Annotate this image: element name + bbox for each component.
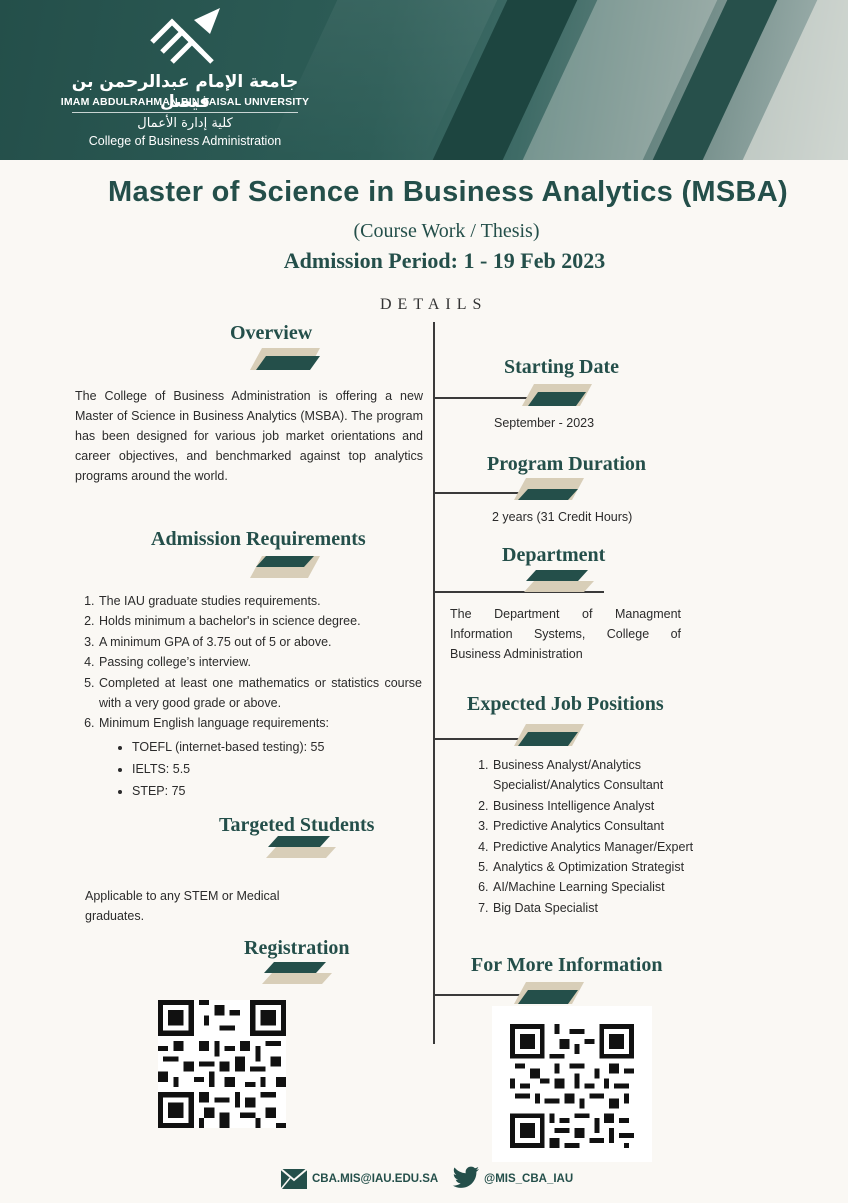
timeline-connector-expected-jobs [434,738,544,740]
university-name-english: IMAM ABDULRAHMAN BIN FAISAL UNIVERSITY [60,96,310,108]
program-duration-heading: Program Duration [487,453,647,475]
header-banner: جامعة الإمام عبدالرحمن بن فيصل IMAM ABDU… [0,0,848,160]
page-subtitle: (Course Work / Thesis) [353,220,540,242]
list-item: Big Data Specialist [492,898,740,918]
expected-jobs-decoration-icon [514,724,584,746]
program-duration-decoration-icon [514,478,584,500]
list-item: Passing college’s interview. [98,652,422,672]
university-logo-icon [150,8,220,64]
list-item: A minimum GPA of 3.75 out of 5 or above. [98,632,422,652]
twitter-icon [452,1166,479,1188]
list-item: Predictive Analytics Consultant [492,816,740,836]
timeline-connector-department [434,591,604,593]
department-text: The Department of Managment Information … [450,607,681,661]
list-item: The IAU graduate studies requirements. [98,591,422,611]
timeline-vertical-line [433,322,435,1044]
targeted-students-decoration-icon [266,836,336,858]
more-info-heading: For More Information [471,954,663,976]
overview-decoration-icon [250,348,320,370]
list-item: Analytics & Optimization Strategist [492,857,740,877]
footer-twitter[interactable]: @MIS_CBA_IAU [484,1173,574,1185]
list-item: Holds minimum a bachelor's in science de… [98,611,422,631]
list-item: TOEFL (internet-based testing): 55 [132,736,432,758]
list-item: Completed at least one mathematics or st… [98,673,422,714]
timeline-connector-more-info [434,994,548,996]
timeline-connector-starting-date [434,397,552,399]
list-item: IELTS: 5.5 [132,758,432,780]
overview-heading: Overview [230,322,313,344]
logo-divider [72,112,298,113]
program-duration-value: 2 years (31 Credit Hours) [492,510,633,524]
targeted-students-heading: Targeted Students [219,814,375,836]
expected-jobs-heading: Expected Job Positions [467,693,664,715]
department-decoration-icon [524,570,594,592]
list-item: AI/Machine Learning Specialist [492,877,740,897]
targeted-students-line-2: graduates. [85,909,145,923]
targeted-students-line-1: Applicable to any STEM or Medical [85,889,280,903]
list-item: Business Analyst/Analytics Specialist/An… [492,755,740,796]
email-icon [280,1168,308,1190]
footer-email[interactable]: CBA.MIS@IAU.EDU.SA [312,1173,439,1185]
page-title: Master of Science in Business Analytics … [108,176,788,208]
university-name-arabic: جامعة الإمام عبدالرحمن بن فيصل [71,72,299,112]
department-heading: Department [502,544,606,566]
starting-date-heading: Starting Date [504,356,619,378]
admission-period: Admission Period: 1 - 19 Feb 2023 [283,248,606,273]
expected-jobs-list: Business Analyst/Analytics Specialist/An… [478,755,740,918]
more-info-qr-code[interactable] [492,1006,652,1162]
more-info-decoration-icon [514,982,584,1004]
list-item: STEP: 75 [132,780,432,802]
list-item: Minimum English language requirements: [98,713,422,733]
admission-requirements-decoration-icon [250,556,320,578]
college-name-arabic: كلية إدارة الأعمال [137,116,233,131]
admission-requirements-list: The IAU graduate studies requirements. H… [84,591,422,734]
list-item: Predictive Analytics Manager/Expert [492,837,740,857]
details-label: DETAILS [380,296,488,313]
college-name-english: College of Business Administration [88,134,282,148]
starting-date-value: September - 2023 [494,416,595,430]
english-requirements-list: TOEFL (internet-based testing): 55 IELTS… [114,736,432,802]
timeline-connector-program-duration [434,492,550,494]
registration-decoration-icon [262,962,332,984]
registration-heading: Registration [244,937,350,959]
overview-text: The College of Business Administration i… [75,389,423,483]
registration-qr-code[interactable] [158,1000,286,1128]
list-item: Business Intelligence Analyst [492,796,740,816]
admission-requirements-heading: Admission Requirements [151,528,366,550]
starting-date-decoration-icon [522,384,592,406]
